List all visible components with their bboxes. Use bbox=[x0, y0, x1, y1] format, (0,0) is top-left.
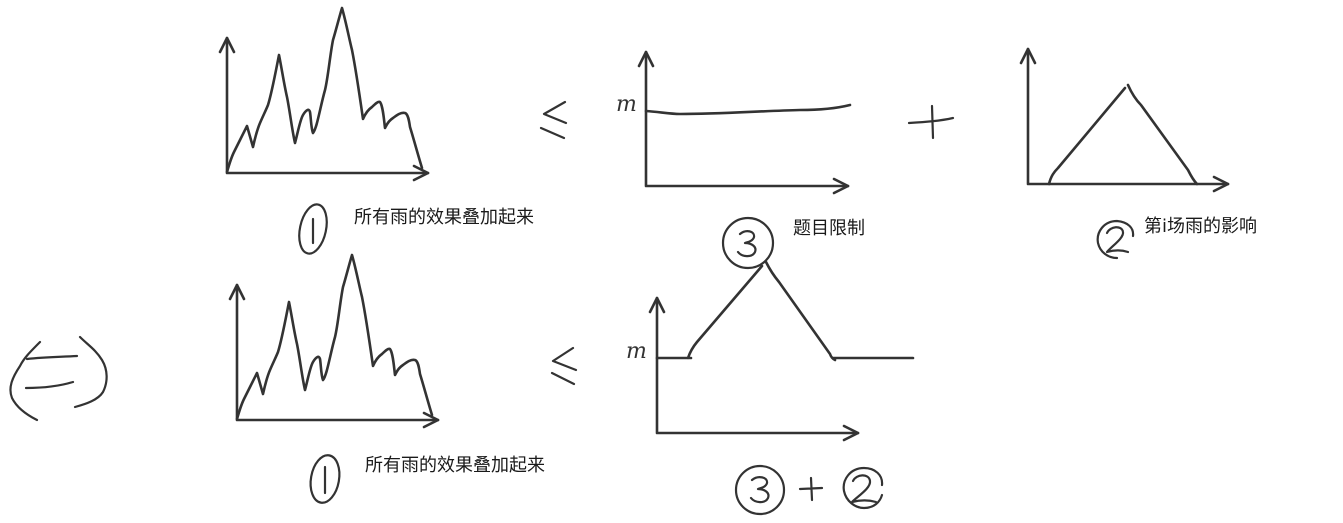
label-ith-rain-effect: 第i场雨的影响 bbox=[1144, 216, 1258, 237]
less-equal-symbol-bottom bbox=[550, 346, 578, 386]
chart-sum-all-rain-bottom bbox=[228, 253, 440, 429]
label-sum-all-rain-top: 所有雨的效果叠加起来 bbox=[354, 207, 534, 228]
triangle-pulse bbox=[1047, 83, 1199, 186]
label-constraint: 题目限制 bbox=[793, 218, 865, 239]
circled-two-bottom bbox=[842, 466, 884, 510]
axes bbox=[644, 50, 850, 188]
circled-one-top bbox=[298, 203, 328, 255]
circled-two-top bbox=[1096, 219, 1135, 260]
circle-outline bbox=[309, 454, 341, 504]
constraint-line bbox=[644, 103, 852, 116]
digit-three-glyph bbox=[736, 230, 757, 258]
x-axis-arrow bbox=[412, 164, 430, 182]
summed-rain-curve bbox=[235, 253, 434, 421]
label-sum-all-rain-bottom: 所有雨的效果叠加起来 bbox=[365, 455, 545, 476]
axes bbox=[1026, 47, 1230, 186]
circle-outline bbox=[721, 216, 775, 270]
axes bbox=[225, 36, 430, 175]
circle-outline bbox=[734, 464, 786, 516]
x-axis-arrow bbox=[422, 411, 440, 429]
circled-three-top bbox=[721, 216, 775, 270]
x-axis-arrow bbox=[832, 177, 850, 195]
label-m-bottom: m bbox=[626, 339, 647, 364]
circle-outline bbox=[1096, 219, 1135, 260]
circled-three-bottom bbox=[734, 464, 786, 516]
axes bbox=[235, 283, 440, 422]
iff-symbol bbox=[9, 335, 108, 422]
circled-one-bottom bbox=[309, 454, 341, 504]
chart-constraint bbox=[637, 50, 852, 195]
label-m-top: m bbox=[616, 92, 637, 117]
less-equal-symbol-top bbox=[539, 100, 568, 140]
combined-curve bbox=[655, 260, 915, 362]
digit-two-glyph bbox=[850, 474, 878, 504]
digit-three-glyph bbox=[749, 476, 770, 504]
chart-constraint-plus-ith-rain bbox=[648, 260, 915, 442]
chart-ith-rain bbox=[1019, 47, 1230, 193]
digit-two-glyph bbox=[1105, 226, 1130, 254]
summed-rain-curve bbox=[225, 6, 424, 174]
circle-outline bbox=[842, 466, 884, 510]
x-axis-arrow bbox=[842, 424, 860, 442]
x-axis-arrow bbox=[1212, 175, 1230, 193]
circle-outline bbox=[298, 203, 328, 255]
plus-symbol-top bbox=[907, 104, 955, 140]
axes bbox=[655, 296, 860, 435]
chart-sum-all-rain-top bbox=[218, 6, 430, 182]
plus-symbol-bottom bbox=[798, 476, 824, 502]
